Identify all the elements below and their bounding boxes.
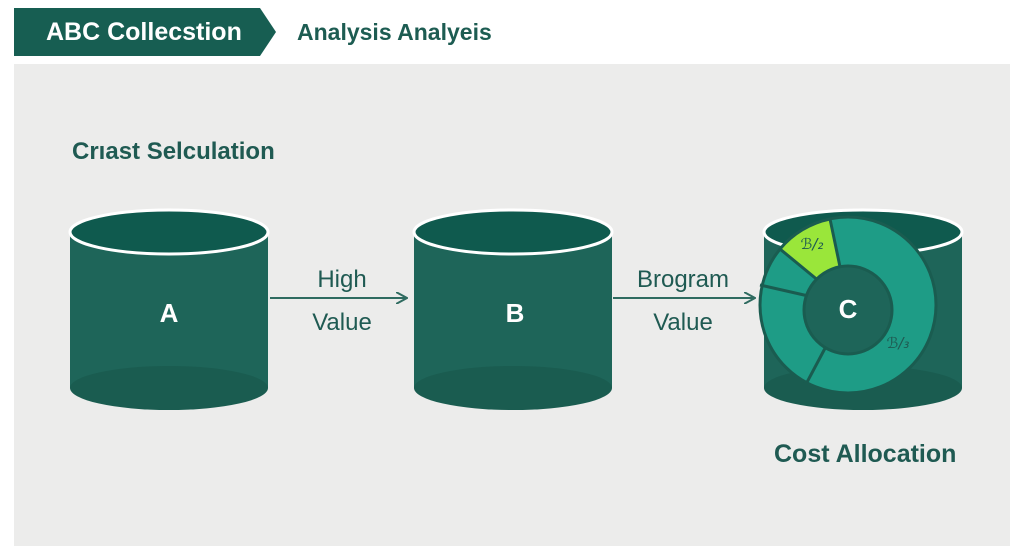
section-title: Crıast Selculation: [72, 138, 275, 165]
arrow-1-label-bottom: Value: [312, 309, 372, 336]
breadcrumb-step-active[interactable]: ABC Collecstion: [14, 8, 276, 56]
cylinder-b-bottom: [414, 366, 612, 410]
cylinder-c-label: C: [839, 294, 858, 324]
donut-slice-top-label: ℬ/₂: [801, 235, 824, 253]
cylinder-a-top: [68, 208, 270, 256]
arrow-2-label-bottom: Value: [653, 309, 713, 336]
arrow-brogram-value: Brogram Value: [613, 266, 754, 336]
donut-slice-right-label: ℬ/₃: [887, 334, 910, 352]
cylinder-b: B: [412, 208, 614, 410]
breadcrumb-step-next[interactable]: Analysis Analyeis: [297, 19, 492, 45]
cylinder-b-top: [412, 208, 614, 256]
arrow-2-label-top: Brogram: [637, 266, 729, 293]
arrow-high-value: High Value: [270, 266, 406, 336]
cylinder-b-label: B: [506, 298, 525, 328]
donut-hole: [802, 264, 894, 356]
cylinder-b-body: [414, 232, 612, 388]
cylinder-a-label: A: [160, 298, 179, 328]
cylinder-c: ℬ/₂ ℬ/₃ C: [758, 208, 964, 410]
cylinder-a-bottom: [70, 366, 268, 410]
cylinder-a: A: [68, 208, 270, 410]
cost-allocation-caption: Cost Allocation: [774, 440, 957, 468]
breadcrumb: ABC Collecstion Analysis Analyeis: [0, 0, 1024, 62]
arrow-1-label-top: High: [317, 266, 366, 293]
cylinder-a-body: [70, 232, 268, 388]
